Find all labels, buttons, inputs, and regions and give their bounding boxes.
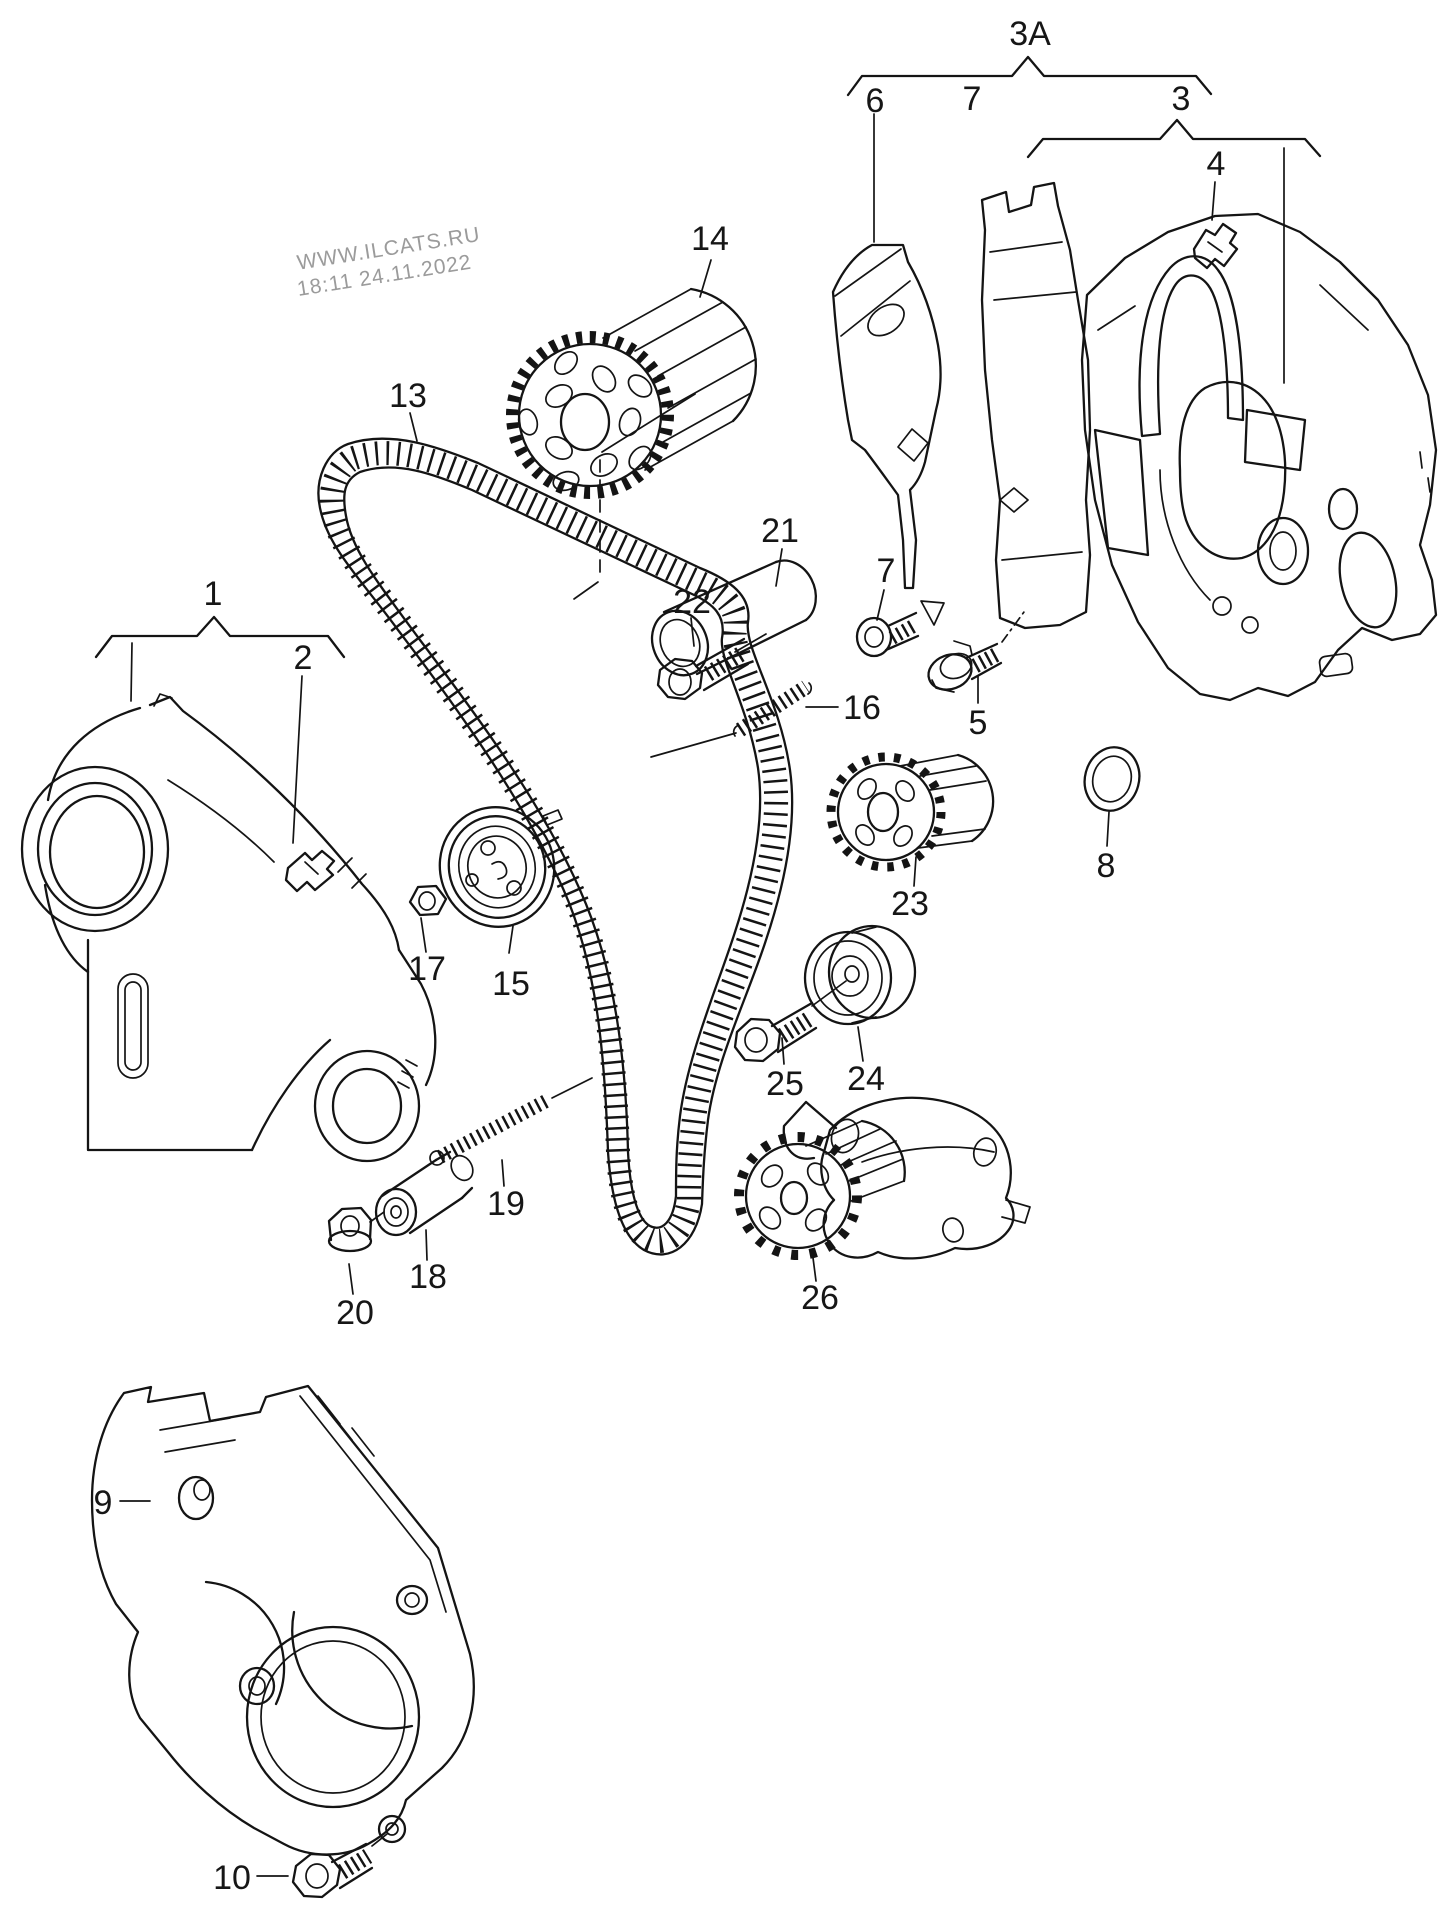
callout-3a[interactable]: 3A (1009, 15, 1051, 53)
part-bolt-22 (656, 637, 750, 701)
leader-20 (348, 1263, 354, 1295)
callout-26[interactable]: 26 (801, 1279, 839, 1317)
part-stud-19 (429, 1094, 550, 1166)
leader-17 (420, 917, 427, 953)
part-nut-20 (327, 1206, 373, 1253)
leader-16-line (650, 732, 737, 758)
part-tensioner-pulley (438, 806, 563, 928)
part-sleeve-21 (650, 559, 818, 677)
callout-2[interactable]: 2 (294, 639, 313, 677)
callout-25[interactable]: 25 (766, 1065, 804, 1103)
leader-5-axis (1001, 611, 1025, 643)
leader-23 (913, 856, 917, 887)
leader-25 (781, 1037, 785, 1065)
part-water-pump (734, 1096, 1031, 1260)
part-rear-upper-cover (20, 693, 437, 1163)
leader-25-axis (811, 980, 847, 1007)
callout-7-top[interactable]: 7 (963, 80, 982, 118)
leader-7-mid (876, 589, 885, 621)
part-center-cover (980, 181, 1092, 630)
callout-24[interactable]: 24 (847, 1060, 885, 1098)
part-bolt-5 (927, 640, 1003, 693)
leader-13 (409, 412, 418, 442)
callout-18[interactable]: 18 (409, 1258, 447, 1296)
callout-23[interactable]: 23 (891, 885, 929, 923)
callout-21[interactable]: 21 (761, 512, 799, 550)
callout-6[interactable]: 6 (866, 82, 885, 120)
callout-3[interactable]: 3 (1172, 80, 1191, 118)
leader-22 (690, 617, 695, 647)
callout-15[interactable]: 15 (492, 965, 530, 1003)
callout-22[interactable]: 22 (673, 583, 711, 621)
leader-2 (292, 675, 303, 844)
part-idler-roller (803, 924, 917, 1026)
leader-18 (425, 1229, 428, 1261)
part-seal-8 (1083, 746, 1141, 812)
direction-arrow-icon (920, 600, 945, 626)
leader-8 (1106, 811, 1110, 847)
part-clip-4 (1192, 222, 1239, 270)
leader-4 (1211, 181, 1216, 221)
bracket-group-3a (846, 55, 1213, 97)
callout-4[interactable]: 4 (1207, 145, 1226, 183)
centerline-14a (601, 393, 696, 453)
part-bolt-7 (855, 600, 945, 658)
part-bolt-25 (733, 1001, 818, 1063)
leader-lines (119, 113, 1216, 1877)
callout-7-mid[interactable]: 7 (877, 552, 896, 590)
part-nut-17 (408, 884, 448, 917)
watermark: WWW.ILCATS.RU 18:11 24.11.2022 (295, 223, 482, 301)
part-toothed-belt (317, 437, 794, 1256)
part-stud-16 (732, 680, 813, 737)
part-front-cover-6 (831, 243, 942, 590)
callout-9[interactable]: 9 (94, 1484, 113, 1522)
part-bolt-10 (291, 1842, 374, 1899)
callout-5[interactable]: 5 (969, 704, 988, 742)
callouts: 3A 6 7 3 4 14 13 1 2 21 22 7 16 5 8 23 1… (94, 15, 1226, 1897)
leader-19-axis (551, 1077, 593, 1099)
leader-10-axis (371, 1833, 388, 1847)
callout-17[interactable]: 17 (408, 950, 446, 988)
leader-21 (775, 548, 783, 587)
callout-13[interactable]: 13 (389, 377, 427, 415)
callout-10[interactable]: 10 (213, 1859, 251, 1897)
callout-14[interactable]: 14 (691, 220, 729, 258)
leader-15 (508, 925, 514, 954)
part-spacer-18 (374, 1150, 474, 1237)
leader-19 (501, 1159, 505, 1187)
callout-20[interactable]: 20 (336, 1294, 374, 1332)
part-clip-2 (284, 849, 336, 893)
callout-1[interactable]: 1 (204, 575, 223, 613)
part-crankshaft-sprocket (826, 752, 995, 872)
part-rear-housing (1080, 212, 1438, 702)
bracket-group-1 (94, 615, 346, 702)
callout-8[interactable]: 8 (1097, 847, 1116, 885)
centerline-14c (573, 581, 599, 600)
leader-24 (857, 1026, 864, 1062)
bracket-group-3 (1026, 118, 1322, 384)
callout-19[interactable]: 19 (487, 1185, 525, 1223)
part-lower-cover (90, 1384, 475, 1856)
part-camshaft-gear (506, 287, 757, 499)
callout-16[interactable]: 16 (843, 689, 881, 727)
